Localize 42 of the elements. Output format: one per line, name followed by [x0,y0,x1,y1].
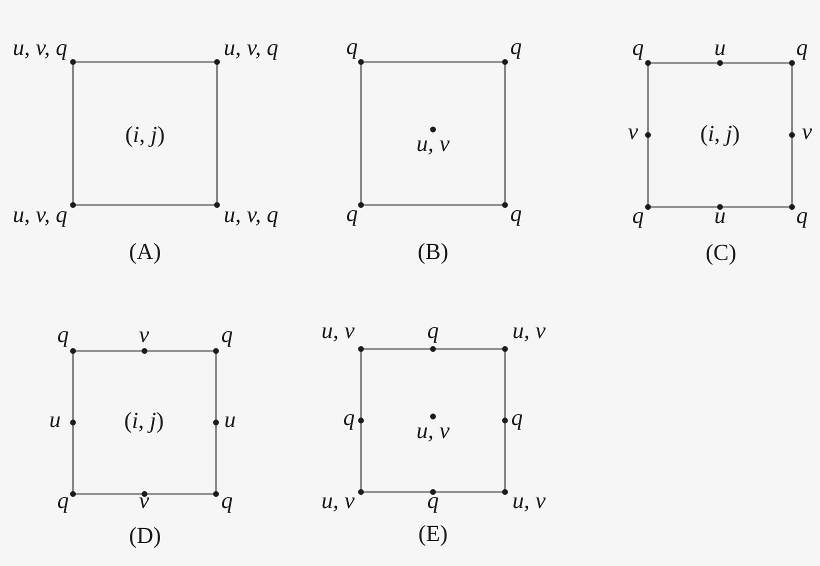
variable-label: u, v, q [14,211,67,227]
variable-label: q [797,44,808,60]
variable-label: q [428,497,438,513]
panel-caption: (B) [418,243,448,264]
variable-label: q [58,497,68,513]
variable-label: u [225,416,235,428]
panel-caption: (C) [706,244,736,265]
variable-label: q [222,331,232,347]
variable-label: q [512,414,522,430]
grid-cell: u, v [360,348,506,493]
variable-label: q [633,212,644,228]
variable-label: q [344,414,354,430]
variable-label: v [802,128,812,140]
grid-cell: (i, j) [647,62,793,208]
grid-cell: u, v [360,61,506,206]
grid-cell: (i, j) [72,350,217,495]
variable-label: u [715,212,725,224]
variable-label: q [347,210,358,226]
variable-label: q [633,44,644,60]
variable-label: u [715,44,725,56]
variable-label: u, v, q [224,44,278,60]
variable-label: v [139,497,150,508]
variable-label: q [511,43,522,59]
variable-label: q [511,210,522,226]
variable-label: q [58,331,68,347]
variable-label: u [50,416,60,428]
variable-label: q [797,212,808,228]
variable-label: u, v, q [14,44,67,60]
variable-label: u, v [322,327,355,342]
variable-label: u, v [322,497,355,512]
variable-label: q [222,497,232,513]
panel-caption: (A) [130,243,160,264]
variable-label: q [347,43,358,59]
variable-label: v [628,128,638,140]
variable-label: u, v [514,497,546,512]
panel-caption: (D) [130,527,160,548]
grid-cell: (i, j) [72,61,218,206]
variable-label: q [428,327,438,343]
variable-label: v [139,331,150,342]
variable-label: u, v, q [224,211,278,227]
variable-label: u, v [514,327,546,342]
panel-caption: (E) [419,525,447,546]
